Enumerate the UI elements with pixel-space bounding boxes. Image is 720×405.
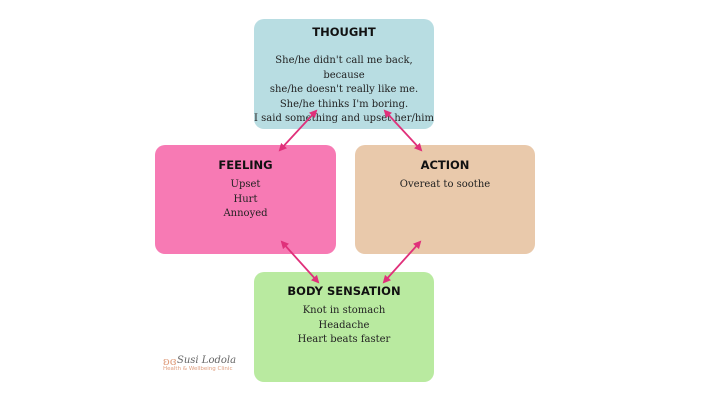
thought-line: she/he doesn't really like me. [269, 84, 419, 95]
thought-line: She/he didn't call me back, because [275, 55, 413, 81]
arrow-action-body [382, 240, 422, 284]
butterfly-icon: ʚɞ [163, 355, 177, 368]
thought-title: THOUGHT [312, 25, 376, 39]
action-title: ACTION [420, 158, 470, 172]
arrow-feeling-body [280, 240, 320, 284]
logo-tagline: Health & Wellbeing Clinic [163, 366, 233, 372]
thought-line: I said something and upset her/him [254, 113, 434, 124]
body-line: Knot in stomach [302, 305, 386, 316]
action-line: Overeat to soothe [399, 179, 491, 190]
feeling-line: Upset [230, 179, 261, 190]
feeling-title: FEELING [218, 158, 273, 172]
action-box: ACTION Overeat to soothe [355, 145, 535, 254]
logo-name: Susi Lodola [177, 355, 237, 366]
arrow-thought-action [383, 109, 423, 152]
feeling-box: FEELING Upset Hurt Annoyed [155, 145, 336, 254]
thought-line: She/he thinks I'm boring. [279, 98, 409, 110]
body-line: Heart beats faster [297, 334, 391, 345]
clinic-logo: ʚɞ Susi Lodola Health & Wellbeing Clinic [163, 355, 236, 372]
feeling-line: Hurt [233, 193, 258, 205]
body-sensation-title: BODY SENSATION [287, 284, 401, 298]
feeling-line: Annoyed [223, 208, 268, 219]
body-line: Headache [318, 319, 370, 331]
arrow-thought-feeling [278, 109, 318, 152]
body-sensation-box: BODY SENSATION Knot in stomach Headache … [254, 272, 434, 382]
